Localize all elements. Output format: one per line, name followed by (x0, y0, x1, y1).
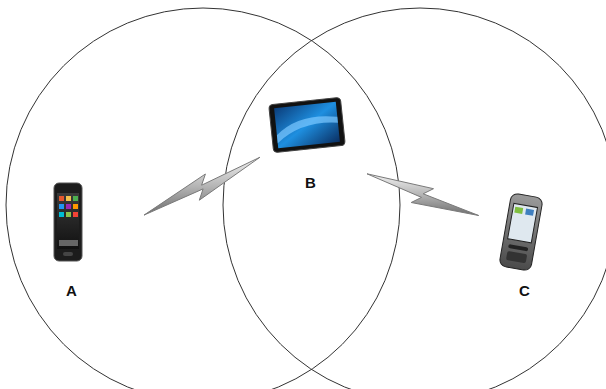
phone-icon (54, 183, 82, 261)
tablet-icon (269, 97, 346, 152)
device-label: B (266, 174, 356, 192)
wireless-link (144, 157, 260, 215)
phone-icon (499, 193, 543, 271)
range-circle (6, 8, 400, 389)
wireless-link (367, 174, 479, 216)
device-node: C (496, 188, 554, 300)
device-node: A (46, 180, 98, 300)
device-label: C (496, 282, 554, 300)
device-label: A (46, 282, 98, 300)
device-node: B (266, 94, 356, 192)
range-circle (223, 8, 606, 389)
